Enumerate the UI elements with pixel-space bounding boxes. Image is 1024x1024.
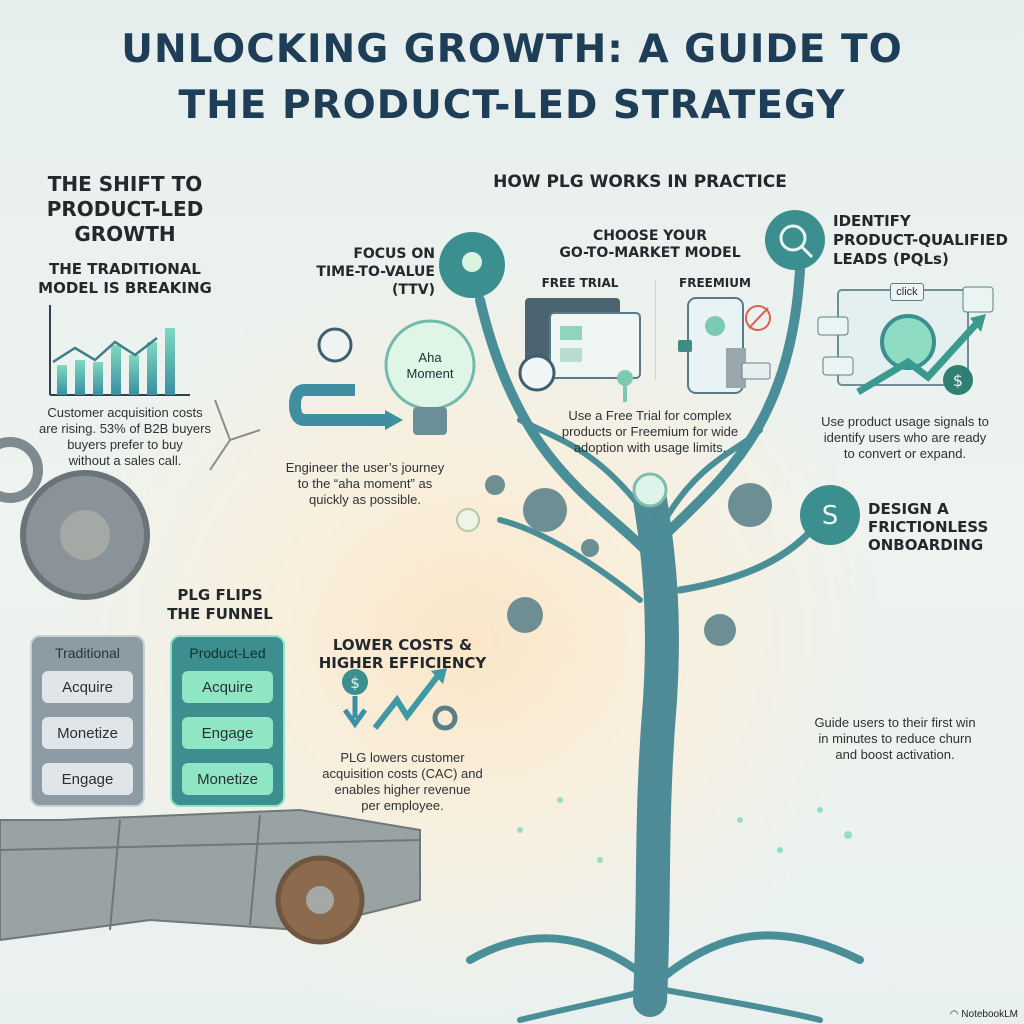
caption-line: products or Freemium for wide — [561, 424, 739, 439]
pql-caption: Use product usage signals to identify us… — [810, 414, 1000, 462]
lock-icon — [678, 340, 692, 352]
caption-line: adoption with usage limits. — [573, 440, 727, 455]
heading-line: FRICTIONLESS — [868, 518, 989, 536]
brand-label: NotebookLM — [961, 1009, 1018, 1020]
heading-line: CHOOSE YOUR — [592, 228, 707, 244]
heading-line: IDENTIFY — [833, 212, 911, 230]
traditional-funnel: Traditional Acquire Monetize Engage — [30, 635, 145, 807]
practice-heading: HOW PLG WORKS IN PRACTICE — [493, 172, 787, 192]
aha-lightbulb-icon — [288, 319, 476, 435]
page-title: UNLOCKING GROWTH: A GUIDE TO THE PRODUCT… — [0, 22, 1024, 134]
gtm-heading: CHOOSE YOUR GO-TO-MARKET MODEL — [540, 228, 760, 262]
funnel-step: Acquire — [182, 671, 273, 703]
label-line: Moment — [406, 366, 454, 381]
funnel-step: Acquire — [42, 671, 133, 703]
traditional-caption: Customer acquisition costs are rising. 5… — [20, 405, 230, 469]
gtm-caption: Use a Free Trial for complex products or… — [540, 408, 760, 456]
caption-line: in minutes to reduce churn — [818, 731, 972, 746]
funnel-heading: PLG FLIPS THE FUNNEL — [150, 586, 290, 624]
svg-text:$: $ — [953, 371, 963, 390]
bar-chart-icon — [962, 286, 994, 313]
heading-line: PLG FLIPS — [177, 586, 263, 604]
arrow-right-icon: ➔ — [147, 724, 163, 744]
caption-line: PLG lowers customer — [340, 750, 465, 765]
gear-icon — [728, 483, 772, 527]
caption-line: Guide users to their first win — [814, 715, 976, 730]
heading-line: THE TRADITIONAL — [49, 260, 201, 278]
key-icon — [623, 384, 627, 402]
caption-line: identify users who are ready — [823, 430, 987, 445]
shift-heading: THE SHIFT TO PRODUCT-LED GROWTH — [20, 172, 230, 247]
caption-line: to convert or expand. — [843, 446, 967, 461]
funnel-label: Traditional — [55, 645, 120, 661]
costs-caption: PLG lowers customer acquisition costs (C… — [305, 750, 500, 814]
heading-line: PRODUCT-LED — [46, 197, 204, 221]
rising-costs-chart-icon — [49, 305, 190, 396]
caption-line: Customer acquisition costs — [47, 405, 203, 420]
funnel-step: Monetize — [182, 763, 273, 795]
caption-line: Use a Free Trial for complex — [568, 408, 732, 423]
funnel-step: Engage — [42, 763, 133, 795]
caption-line: quickly as possible. — [309, 492, 421, 507]
free-trial-illustration — [518, 298, 641, 402]
caption-line: to the “aha moment” as — [297, 476, 433, 491]
heading-line: LEADS (PQLs) — [833, 250, 949, 268]
onboarding-caption: Guide users to their first win in minute… — [790, 715, 1000, 763]
funnel-step: Monetize — [42, 717, 133, 749]
freemium-illustration — [678, 297, 771, 394]
notebooklm-watermark: ◠ NotebookLM — [950, 1009, 1018, 1020]
heading-line: GROWTH — [74, 222, 176, 246]
heading-line: GO-TO-MARKET MODEL — [559, 245, 741, 261]
user-icon — [880, 314, 936, 370]
heading-line: LOWER COSTS & — [332, 636, 473, 654]
title-line-2: THE PRODUCT-LED STRATEGY — [178, 83, 846, 128]
stopwatch-icon — [518, 354, 556, 392]
freemium-label: FREEMIUM — [679, 276, 751, 290]
traditional-breaking-heading: THE TRADITIONAL MODEL IS BREAKING — [20, 260, 230, 298]
svg-text:$: $ — [350, 674, 360, 692]
gear-icon — [523, 488, 567, 532]
heading-line: HIGHER EFFICIENCY — [318, 654, 487, 672]
heading-line: ONBOARDING — [868, 536, 984, 554]
caption-line: without a sales call. — [68, 453, 182, 468]
heading-line: FOCUS ON — [353, 246, 435, 262]
caption-line: enables higher revenue — [334, 782, 471, 797]
ttv-caption: Engineer the user’s journey to the “aha … — [280, 460, 450, 508]
divider — [655, 280, 656, 380]
title-line-1: UNLOCKING GROWTH: A GUIDE TO — [121, 27, 903, 72]
heading-line: MODEL IS BREAKING — [38, 279, 212, 297]
heading-line: THE FUNNEL — [167, 605, 273, 623]
notebooklm-logo-icon: ◠ — [949, 1009, 962, 1020]
heading-line: THE SHIFT TO — [47, 172, 203, 196]
caption-line: acquisition costs (CAC) and — [322, 766, 483, 781]
heading-line: TIME-TO-VALUE — [316, 264, 435, 280]
onboarding-heading: DESIGN A FRICTIONLESS ONBOARDING — [868, 500, 1018, 554]
heading-line: DESIGN A — [868, 500, 949, 518]
pql-heading: IDENTIFY PRODUCT-QUALIFIED LEADS (PQLs) — [833, 212, 1023, 269]
click-label: click — [890, 283, 924, 301]
costs-heading: LOWER COSTS & HIGHER EFFICIENCY — [310, 636, 495, 672]
aha-moment-label: Aha Moment — [400, 350, 460, 382]
stopwatch-icon — [317, 327, 353, 363]
ttv-heading: FOCUS ON TIME-TO-VALUE (TTV) — [280, 245, 435, 299]
heading-line: PRODUCT-QUALIFIED — [833, 231, 1008, 249]
funnel-label: Product-Led — [189, 645, 266, 661]
gear-icon — [432, 705, 458, 731]
free-trial-label: FREE TRIAL — [541, 276, 619, 290]
lower-costs-illustration: $ — [342, 668, 458, 731]
svg-text:S: S — [822, 501, 839, 531]
caption-line: and boost activation. — [835, 747, 955, 762]
funnel-step: Engage — [182, 717, 273, 749]
caption-line: are rising. 53% of B2B buyers — [39, 421, 211, 436]
caption-line: Engineer the user’s journey — [285, 460, 445, 475]
caption-line: Use product usage signals to — [821, 414, 989, 429]
pql-illustration: $ — [817, 286, 994, 396]
caption-line: buyers prefer to buy — [67, 437, 183, 452]
product-led-funnel: Product-Led Acquire Engage Monetize — [170, 635, 285, 807]
heading-line: (TTV) — [391, 282, 435, 298]
caption-line: per employee. — [361, 798, 444, 813]
label-line: Aha — [418, 350, 442, 365]
